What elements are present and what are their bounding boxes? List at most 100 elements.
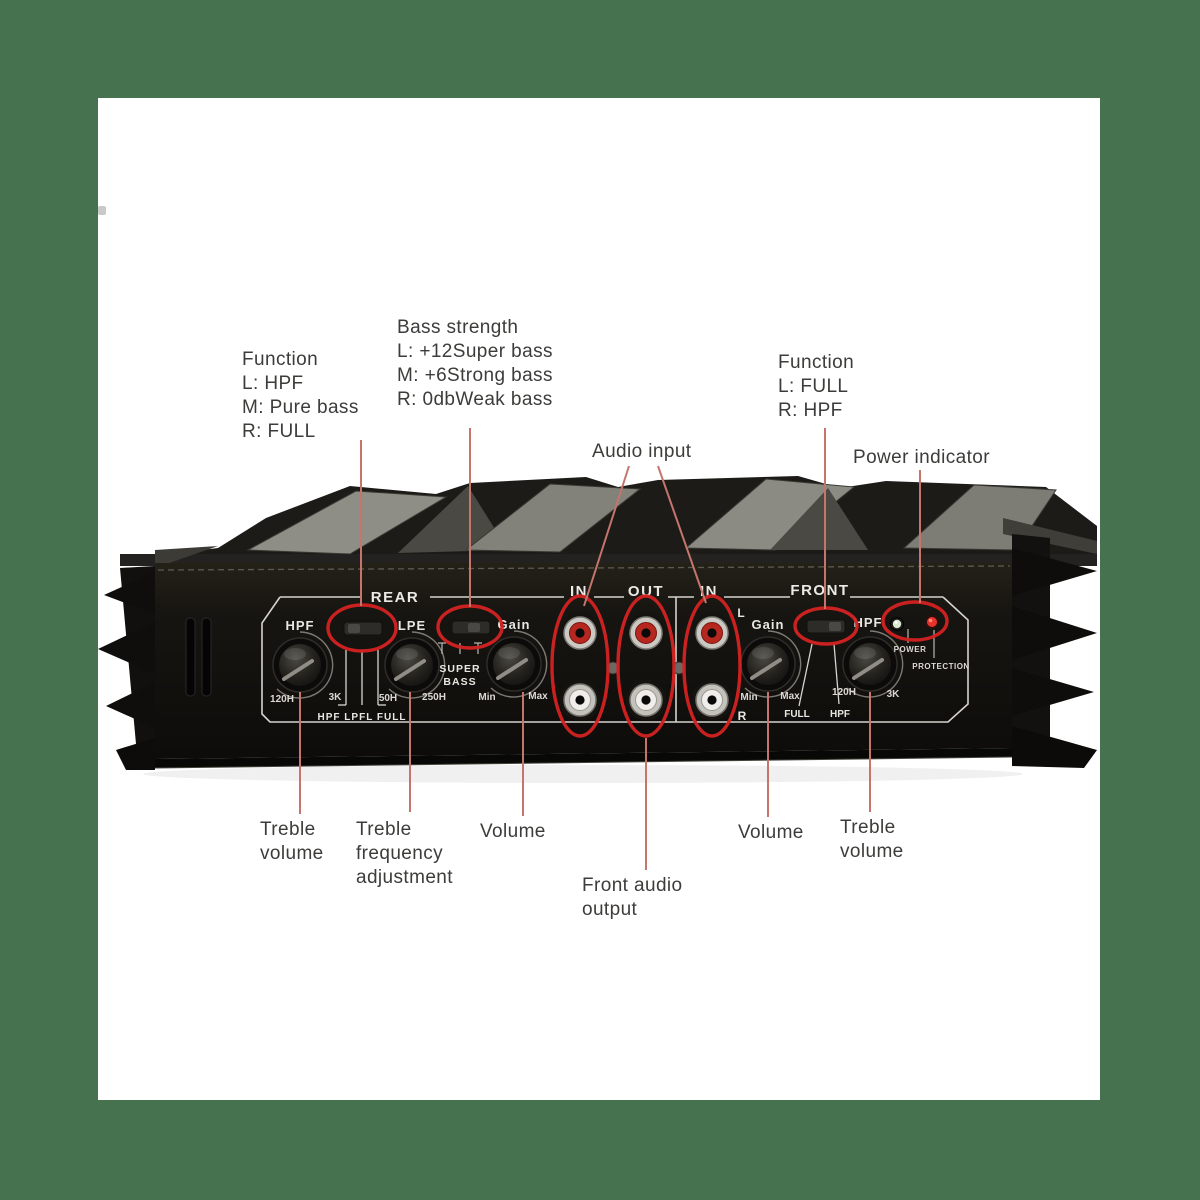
callout-text-line: Treble [260,819,316,840]
callout-text-line: Function [242,349,319,370]
super-bass-line1: SUPER [439,663,480,675]
front-gain-label: Gain [752,617,785,632]
front-panel [154,563,1013,769]
callout-text-line: Power indicator [853,447,990,468]
callout-power-indicator: Power indicator [853,446,990,470]
photo-artifact [98,206,106,215]
callout-text-line: Function [778,352,855,373]
callout-text-line: R: FULL [242,421,316,442]
rear-function-switch [343,621,383,636]
heatsink-right-fins [1003,518,1097,768]
callout-treble-volume-left: Treble volume [260,818,324,866]
front-in-jacks-circle [682,594,742,738]
callout-treble-volume-right: Treble volume [840,816,904,864]
indicator-leds: POWER PROTECTION [890,615,969,671]
front-function-switch [806,619,846,634]
photo-area: REAR IN OUT IN FRONT [98,98,1100,1100]
rear-lpe-min: 50H [379,693,397,704]
rear-out-white-jack [625,679,667,721]
callout-bass-strength: Bass strength L: +12Super bass M: +6Stro… [397,316,553,412]
front-gain-max: Max [780,691,800,702]
callout-text-line: Audio input [592,441,692,462]
callout-treble-frequency: Treble frequency adjustment [356,818,453,890]
heatsink-left-fins [98,546,218,770]
callout-text-line: R: 0dbWeak bass [397,389,553,410]
rear-lpe-max: 250H [422,692,446,703]
callout-text-line: Volume [738,822,804,843]
callout-text-line: volume [840,841,904,862]
callout-text-line: L: +12Super bass [397,341,553,362]
rear-in-white-jack [559,679,601,721]
callout-front-audio-output: Front audio output [582,874,683,922]
front-legend-full: FULL [784,709,810,720]
front-hpf-min: 120H [832,687,856,698]
channel-right-label: R [738,709,747,723]
rear-hpf-max: 3K [329,692,343,703]
rear-gain-label: Gain [498,617,531,632]
super-bass-switch [451,620,491,635]
front-hpf-max: 3K [887,689,901,700]
callout-function-left: Function L: HPF M: Pure bass R: FULL [242,348,359,444]
rear-gain-max: Max [528,691,548,702]
protection-led [925,615,939,629]
callout-function-right: Function L: FULL R: HPF [778,351,854,423]
knob-scale-labels: 120H 3K 50H 250H Min Max Min Max 120H 3K [270,687,900,705]
rear-in-jacks-circle [550,594,610,738]
front-section-label: FRONT [790,582,849,599]
rear-section-label: REAR [371,589,420,606]
section-labels: REAR IN OUT IN FRONT [371,582,849,606]
channel-left-label: L [737,606,744,620]
rear-gain-min: Min [478,692,495,703]
ground-shadow [143,765,1023,783]
callout-text-line: R: HPF [778,400,843,421]
callout-text-line: M: Pure bass [242,397,359,418]
front-in-white-jack [691,679,733,721]
knob-labels: HPF LPE Gain Gain HPF [286,615,883,633]
callout-text-line: L: FULL [778,376,849,397]
callout-text-line: output [582,899,638,920]
callout-text-line: Treble [840,817,896,838]
front-gain-knob [740,630,802,698]
callout-text-line: Volume [480,821,546,842]
line-audio-input-right [657,465,707,604]
out-jacks-circle [616,594,676,738]
rear-out-red-jack [625,612,667,654]
rear-function-legend: HPF LPFL FULL [318,650,407,723]
rear-lpe-knob [384,631,446,699]
front-function-legend: FULL HPF [784,643,850,720]
slide-switches [343,619,846,636]
protection-led-label: PROTECTION [912,662,969,671]
callout-text-line: frequency [356,843,444,864]
callout-text-line: adjustment [356,867,453,888]
power-led-label: POWER [894,645,927,654]
out-section-label: OUT [628,583,664,600]
front-gain-min: Min [740,692,757,703]
front-hpf-label: HPF [854,615,883,630]
rear-function-legend-text: HPF LPFL FULL [318,712,407,723]
callout-volume-left: Volume [480,820,546,844]
callout-lines [299,428,921,870]
callout-text-line: Bass strength [397,317,519,338]
callout-text-line: Treble [356,819,412,840]
rca-jacks [559,612,733,721]
front-in-red-jack [691,612,733,654]
rear-hpf-label: HPF [286,618,315,633]
amplifier-photo: REAR IN OUT IN FRONT [98,476,1097,783]
callout-audio-input: Audio input [592,440,691,464]
callout-text-line: M: +6Strong bass [397,365,553,386]
super-bass-line2: BASS [443,676,476,688]
callout-volume-right: Volume [738,821,804,845]
callout-text-line: Front audio [582,875,683,896]
rear-lpe-label: LPE [398,618,426,633]
callout-text-line: L: HPF [242,373,304,394]
front-hpf-knob [842,630,904,698]
power-leds-circle [881,600,949,642]
rear-hpf-min: 120H [270,694,294,705]
panel-border [261,596,969,723]
power-led [890,617,904,631]
callout-text-line: volume [260,843,324,864]
rear-gain-knob [486,630,548,698]
line-audio-input-left [583,465,630,607]
front-legend-hpf: HPF [830,709,850,720]
